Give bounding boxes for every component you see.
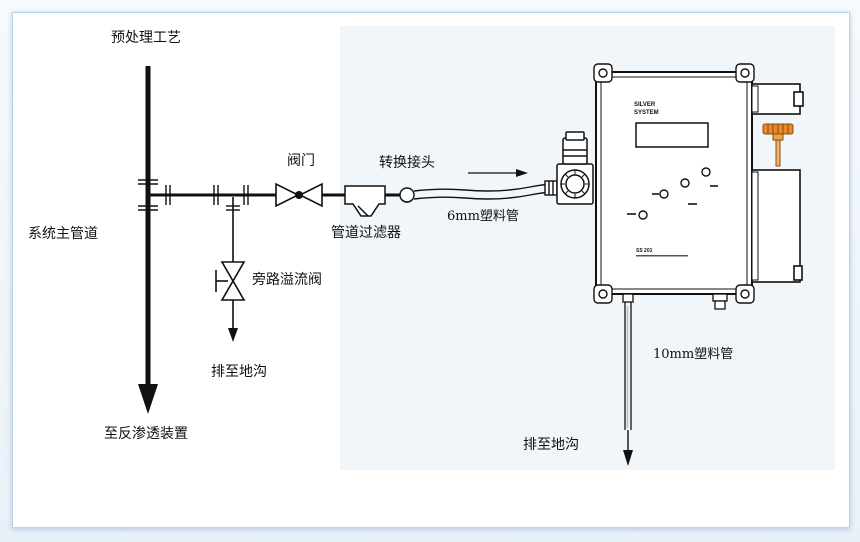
analyzer-button-3 xyxy=(659,189,669,199)
mounting-ears xyxy=(593,63,755,304)
orange-valve-knob xyxy=(762,123,794,167)
analyzer-button-1 xyxy=(701,167,711,177)
analyzer-button-captions xyxy=(627,185,718,215)
bypass-drain-arrow xyxy=(228,328,238,342)
tube-6mm xyxy=(413,183,557,192)
label-drain-1: 排至地沟 xyxy=(211,364,267,380)
label-main-pipe: 系统主管道 xyxy=(28,226,98,242)
analyzer-model-subtext xyxy=(636,255,688,257)
analyzer-display xyxy=(635,122,709,148)
drain-arrow-2 xyxy=(623,450,633,466)
tube-6mm-inner xyxy=(413,191,557,200)
analyzer-buttons xyxy=(638,167,711,220)
label-pretreatment: 预处理工艺 xyxy=(111,30,181,46)
main-pipe-arrowhead xyxy=(138,384,158,414)
label-valve: 阀门 xyxy=(287,153,315,169)
inlet-fitting xyxy=(544,180,558,196)
analyzer-brand-line1: SILVER xyxy=(634,102,656,108)
analyzer-body xyxy=(595,71,753,295)
bypass-valve-symbol xyxy=(215,261,246,301)
analyzer-brand-line2: SYSTEM xyxy=(634,110,659,116)
right-lower-housing xyxy=(751,169,803,283)
flow-arrowhead xyxy=(516,169,528,177)
label-filter: 管道过滤器 xyxy=(331,225,401,241)
label-adapter: 转换接头 xyxy=(379,155,435,171)
adapter-symbol xyxy=(399,187,415,203)
gate-valve-symbol xyxy=(275,182,323,208)
regulator-cap xyxy=(562,131,588,165)
main-pipe-flange xyxy=(138,179,158,211)
label-drain-2: 排至地沟 xyxy=(523,437,579,453)
branch-flanges xyxy=(165,185,249,205)
analyzer-button-2 xyxy=(680,178,690,188)
right-upper-housing xyxy=(751,83,804,115)
bottom-fittings xyxy=(622,293,728,310)
label-bypass-valve: 旁路溢流阀 xyxy=(252,272,322,288)
analyzer-button-4 xyxy=(638,210,648,220)
analyzer-model: SS 201 xyxy=(636,248,653,254)
label-plastic-pipe-6mm: 6mm塑料管 xyxy=(447,209,519,224)
gate-valve-stem xyxy=(295,191,303,199)
regulator-dial-ticks xyxy=(561,170,589,198)
label-plastic-pipe-10mm: 10mm塑料管 xyxy=(653,347,734,362)
pipe-filter-symbol xyxy=(344,185,386,217)
label-to-ro: 至反渗透装置 xyxy=(104,426,188,442)
tube-10mm xyxy=(624,302,632,430)
